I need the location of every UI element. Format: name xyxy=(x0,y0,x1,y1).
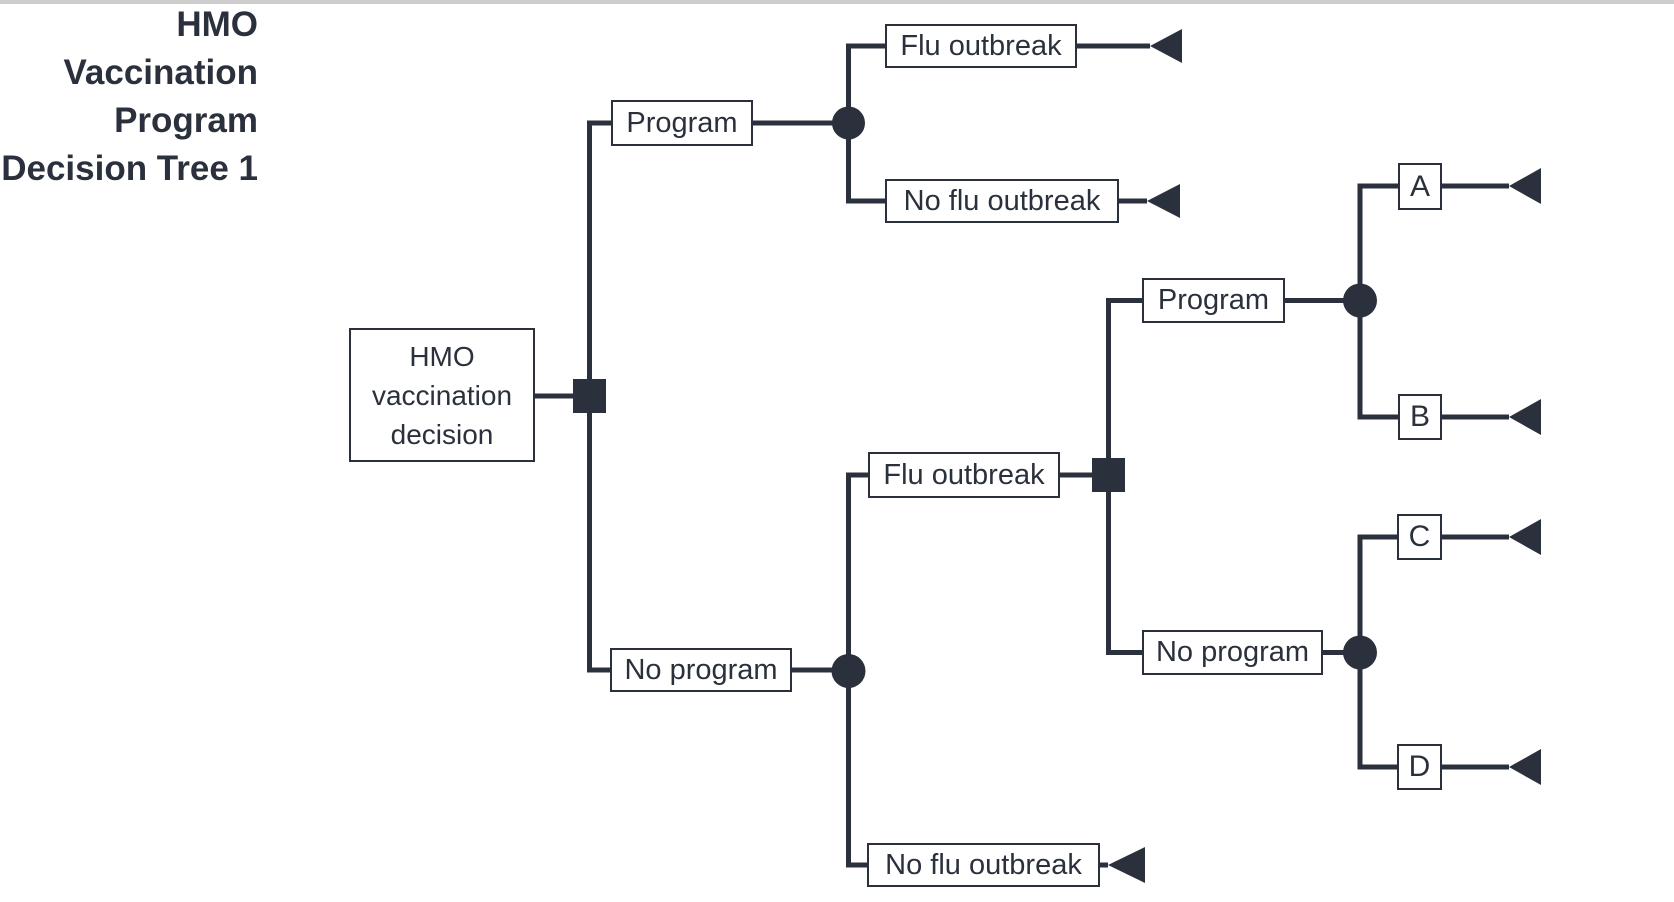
root-label-line: decision xyxy=(390,418,494,450)
terminal-triangle-flu-top xyxy=(1150,29,1182,63)
node-program-right: Program xyxy=(1142,278,1285,323)
node-no-program-left: No program xyxy=(610,648,792,692)
diagram-title: HMO Vaccination Program Decision Tree 1 xyxy=(0,1,258,193)
terminal-triangle-d xyxy=(1509,749,1541,785)
diagram-title-line: Decision Tree 1 xyxy=(1,149,258,188)
node-no-program-right: No program xyxy=(1142,630,1323,675)
node-flu-outbreak-mid: Flu outbreak xyxy=(868,452,1060,498)
terminal-triangle-b xyxy=(1509,399,1541,435)
node-root-hmo-vaccination-decision: HMO vaccination decision xyxy=(349,328,535,462)
decision-node-square-mid xyxy=(1092,458,1125,492)
node-program-top: Program xyxy=(611,100,753,146)
chance-node-circle-right-top xyxy=(1343,283,1377,318)
diagram-title-line: HMO xyxy=(176,5,258,44)
decision-node-square-root xyxy=(573,379,606,413)
terminal-triangle-noflu-top xyxy=(1147,184,1180,218)
node-outcome-d: D xyxy=(1397,744,1442,790)
node-outcome-c: C xyxy=(1397,514,1442,560)
chance-node-circle-right-bottom xyxy=(1343,635,1377,670)
page-top-border xyxy=(0,0,1674,4)
terminal-triangle-noflu-bottom xyxy=(1108,847,1145,883)
node-flu-outbreak-top: Flu outbreak xyxy=(885,24,1077,68)
chance-node-circle-top xyxy=(832,106,865,140)
terminal-triangle-c xyxy=(1509,519,1541,555)
node-no-flu-outbreak-bottom: No flu outbreak xyxy=(867,843,1100,887)
node-outcome-b: B xyxy=(1398,394,1442,440)
chance-node-circle-left-bottom xyxy=(831,654,866,688)
diagram-title-line: Program xyxy=(114,101,258,140)
root-label-line: vaccination xyxy=(371,379,513,411)
root-label-line: HMO xyxy=(409,340,475,372)
node-no-flu-outbreak-top: No flu outbreak xyxy=(885,179,1119,223)
terminal-triangle-a xyxy=(1509,168,1541,204)
node-outcome-a: A xyxy=(1398,163,1442,210)
diagram-title-line: Vaccination xyxy=(63,53,258,92)
